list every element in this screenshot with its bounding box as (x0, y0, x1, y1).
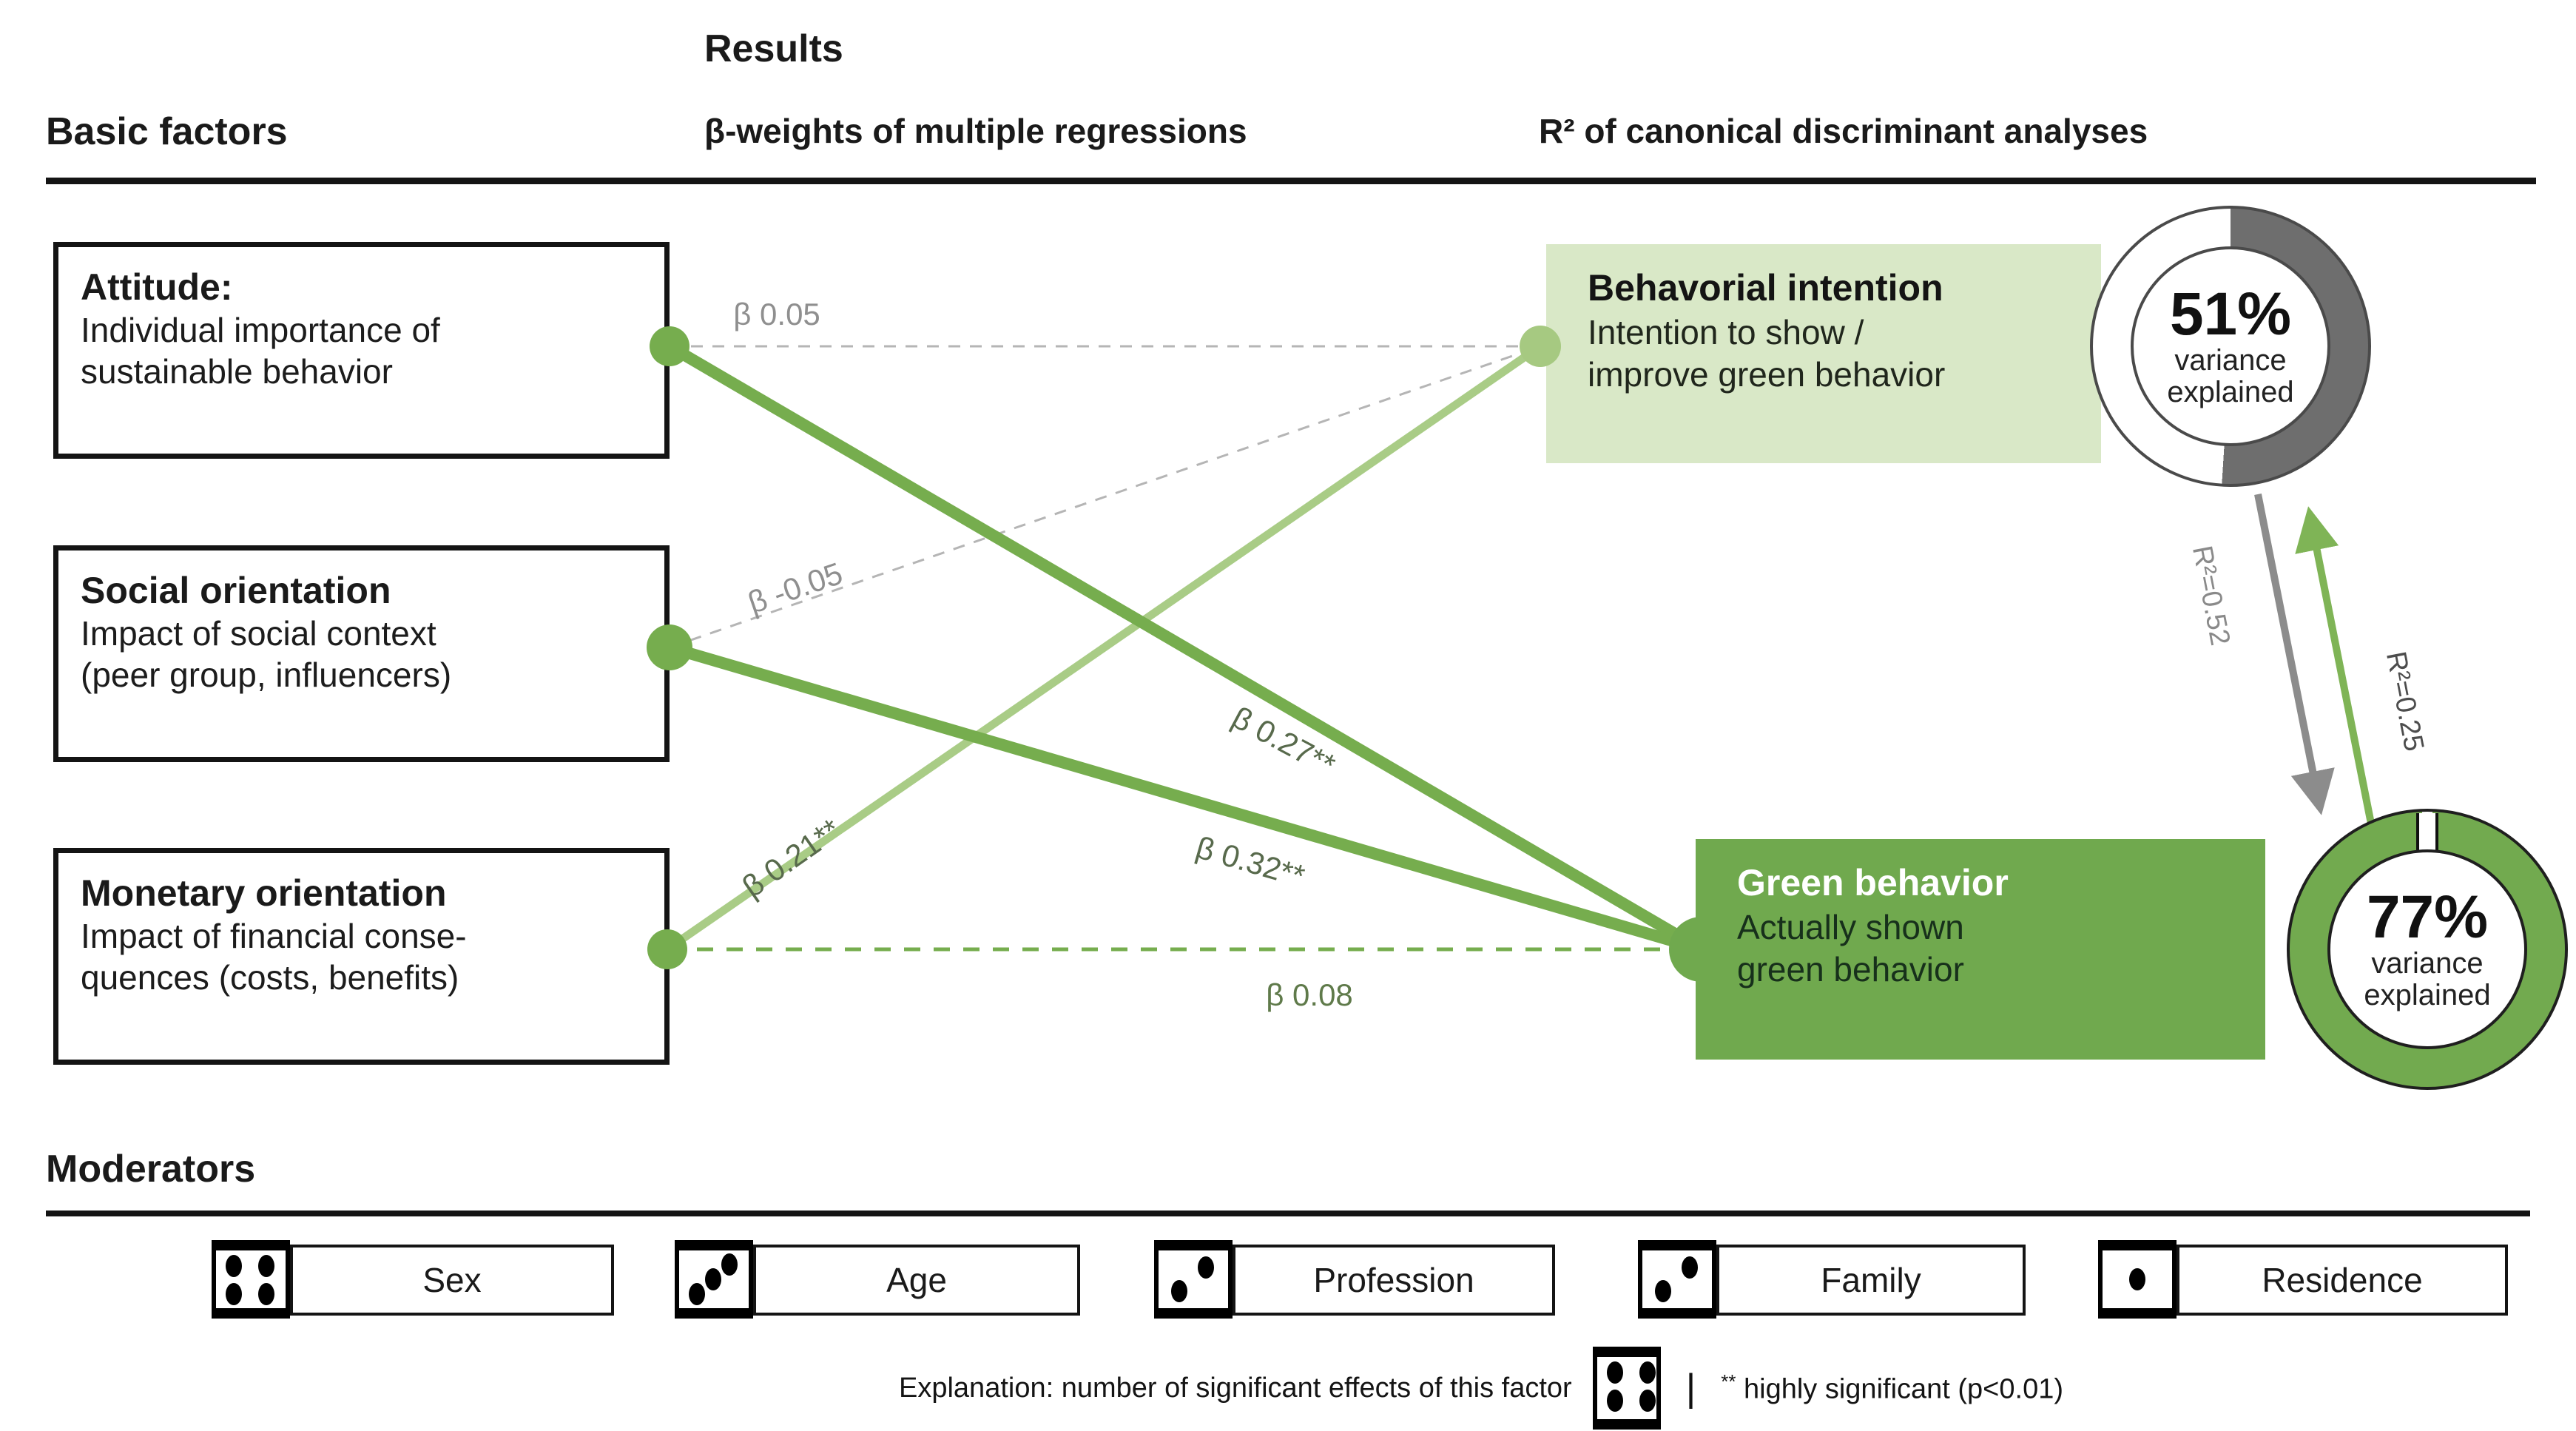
donut-center: 77% variance explained (2327, 849, 2527, 1049)
donut-caption: variance (2371, 946, 2484, 980)
die-dot (258, 1255, 274, 1277)
die-dot (1606, 1361, 1623, 1384)
outcome-box-behavioral-intention: Behavorial intention Intention to show /… (1546, 244, 2101, 463)
donut-caption: explained (2364, 979, 2491, 1011)
basic-factors-heading: Basic factors (46, 110, 288, 153)
factor-box-monetary: Monetary orientation Impact of financial… (53, 848, 670, 1065)
donut-percent: 51% (2169, 280, 2292, 348)
die-dot (1198, 1256, 1214, 1279)
moderator-age: Age (753, 1245, 1080, 1316)
factor-line: Individual importance of (81, 311, 440, 349)
outcome-box-green-behavior: Green behavior Actually shown green beha… (1696, 839, 2265, 1060)
r2-analyses-underline (1539, 178, 2536, 184)
die-icon-residence (2098, 1240, 2177, 1319)
die-dot (1606, 1390, 1623, 1412)
moderators-heading: Moderators (46, 1148, 256, 1191)
r2-label-up: R²=0.25 (2379, 649, 2430, 754)
outcome-line: Intention to show / (1588, 312, 1864, 351)
outcome-line: Actually shown (1737, 907, 1964, 946)
die-dot (1682, 1256, 1698, 1279)
significance-marker: ** (1721, 1370, 1736, 1393)
basic-factors-underline (46, 178, 709, 184)
outcome-line: green behavior (1737, 950, 1964, 989)
factor-title: Monetary orientation (81, 872, 447, 914)
die-icon-family (1638, 1240, 1716, 1319)
moderator-family: Family (1716, 1245, 2026, 1316)
r2-label-down: R²=0.52 (2185, 543, 2236, 648)
factor-line: sustainable behavior (81, 352, 393, 391)
die-dot (226, 1255, 242, 1277)
beta-weights-underline (703, 178, 1542, 184)
donut-caption: variance (2174, 343, 2287, 377)
outcome-title: Behavorial intention (1588, 267, 1943, 309)
die-icon-legend (1592, 1347, 1661, 1430)
donut-percent: 77% (2366, 883, 2489, 951)
die-dot (689, 1283, 705, 1305)
donut-center: 51% variance explained (2131, 246, 2330, 446)
donut-caption: explained (2167, 376, 2294, 408)
r2-arrow-down-gray (2254, 494, 2335, 815)
significance-note: ** highly significant (p<0.01) (1721, 1370, 2063, 1406)
factor-box-attitude: Attitude: Individual importance of susta… (53, 242, 670, 459)
die-dot (721, 1253, 738, 1276)
moderator-residence: Residence (2177, 1245, 2508, 1316)
beta-label-attitude-behavior: β 0.27** (1226, 699, 1341, 783)
factor-box-social: Social orientation Impact of social cont… (53, 545, 670, 762)
variance-donut-77: 77% variance explained (2287, 809, 2568, 1090)
die-icon-profession (1154, 1240, 1233, 1319)
significance-text: highly significant (p<0.01) (1744, 1373, 2063, 1405)
die-dot (1171, 1280, 1187, 1302)
r2-analyses-heading: R² of canonical discriminant analyses (1539, 112, 2148, 150)
variance-donut-51: 51% variance explained (2090, 206, 2371, 487)
beta-label-social-behavior: β 0.32** (1192, 829, 1309, 894)
die-dot (1655, 1280, 1671, 1302)
factor-line: (peer group, influencers) (81, 656, 452, 695)
die-icon-sex (212, 1240, 290, 1319)
die-dot (705, 1268, 721, 1290)
donut-notch (2416, 813, 2438, 853)
outcome-line: improve green behavior (1588, 355, 1946, 394)
path-social-to-behavior-solid (667, 642, 1704, 955)
die-dot (258, 1283, 274, 1305)
die-dot (1639, 1390, 1656, 1412)
die-dot (1639, 1361, 1656, 1384)
separator-bar: | (1685, 1367, 1696, 1410)
die-dot (2129, 1268, 2145, 1290)
results-heading: Results (704, 27, 843, 70)
factor-title: Social orientation (81, 570, 391, 611)
explanation-text: Explanation: number of significant effec… (899, 1372, 1572, 1404)
beta-label-monetary-intention: β 0.21** (735, 812, 847, 904)
beta-weights-heading: β-weights of multiple regressions (704, 112, 1247, 150)
factor-line: quences (costs, benefits) (81, 958, 459, 997)
beta-label-social-intention: β -0.05 (743, 555, 847, 621)
moderator-profession: Profession (1233, 1245, 1555, 1316)
outcome-title: Green behavior (1737, 862, 2009, 903)
r2-arrow-up-green (2295, 506, 2376, 828)
die-icon-age (675, 1240, 753, 1319)
explanation-row: Explanation: number of significant effec… (899, 1341, 2063, 1431)
beta-label-attitude-intention: β 0.05 (733, 297, 820, 331)
beta-label-monetary-behavior: β 0.08 (1266, 977, 1353, 1012)
moderator-sex: Sex (290, 1245, 614, 1316)
factor-line: Impact of financial conse- (81, 917, 467, 955)
die-dot (226, 1283, 242, 1305)
factor-title: Attitude: (81, 266, 233, 308)
factor-line: Impact of social context (81, 614, 436, 653)
moderators-underline (46, 1211, 2530, 1216)
